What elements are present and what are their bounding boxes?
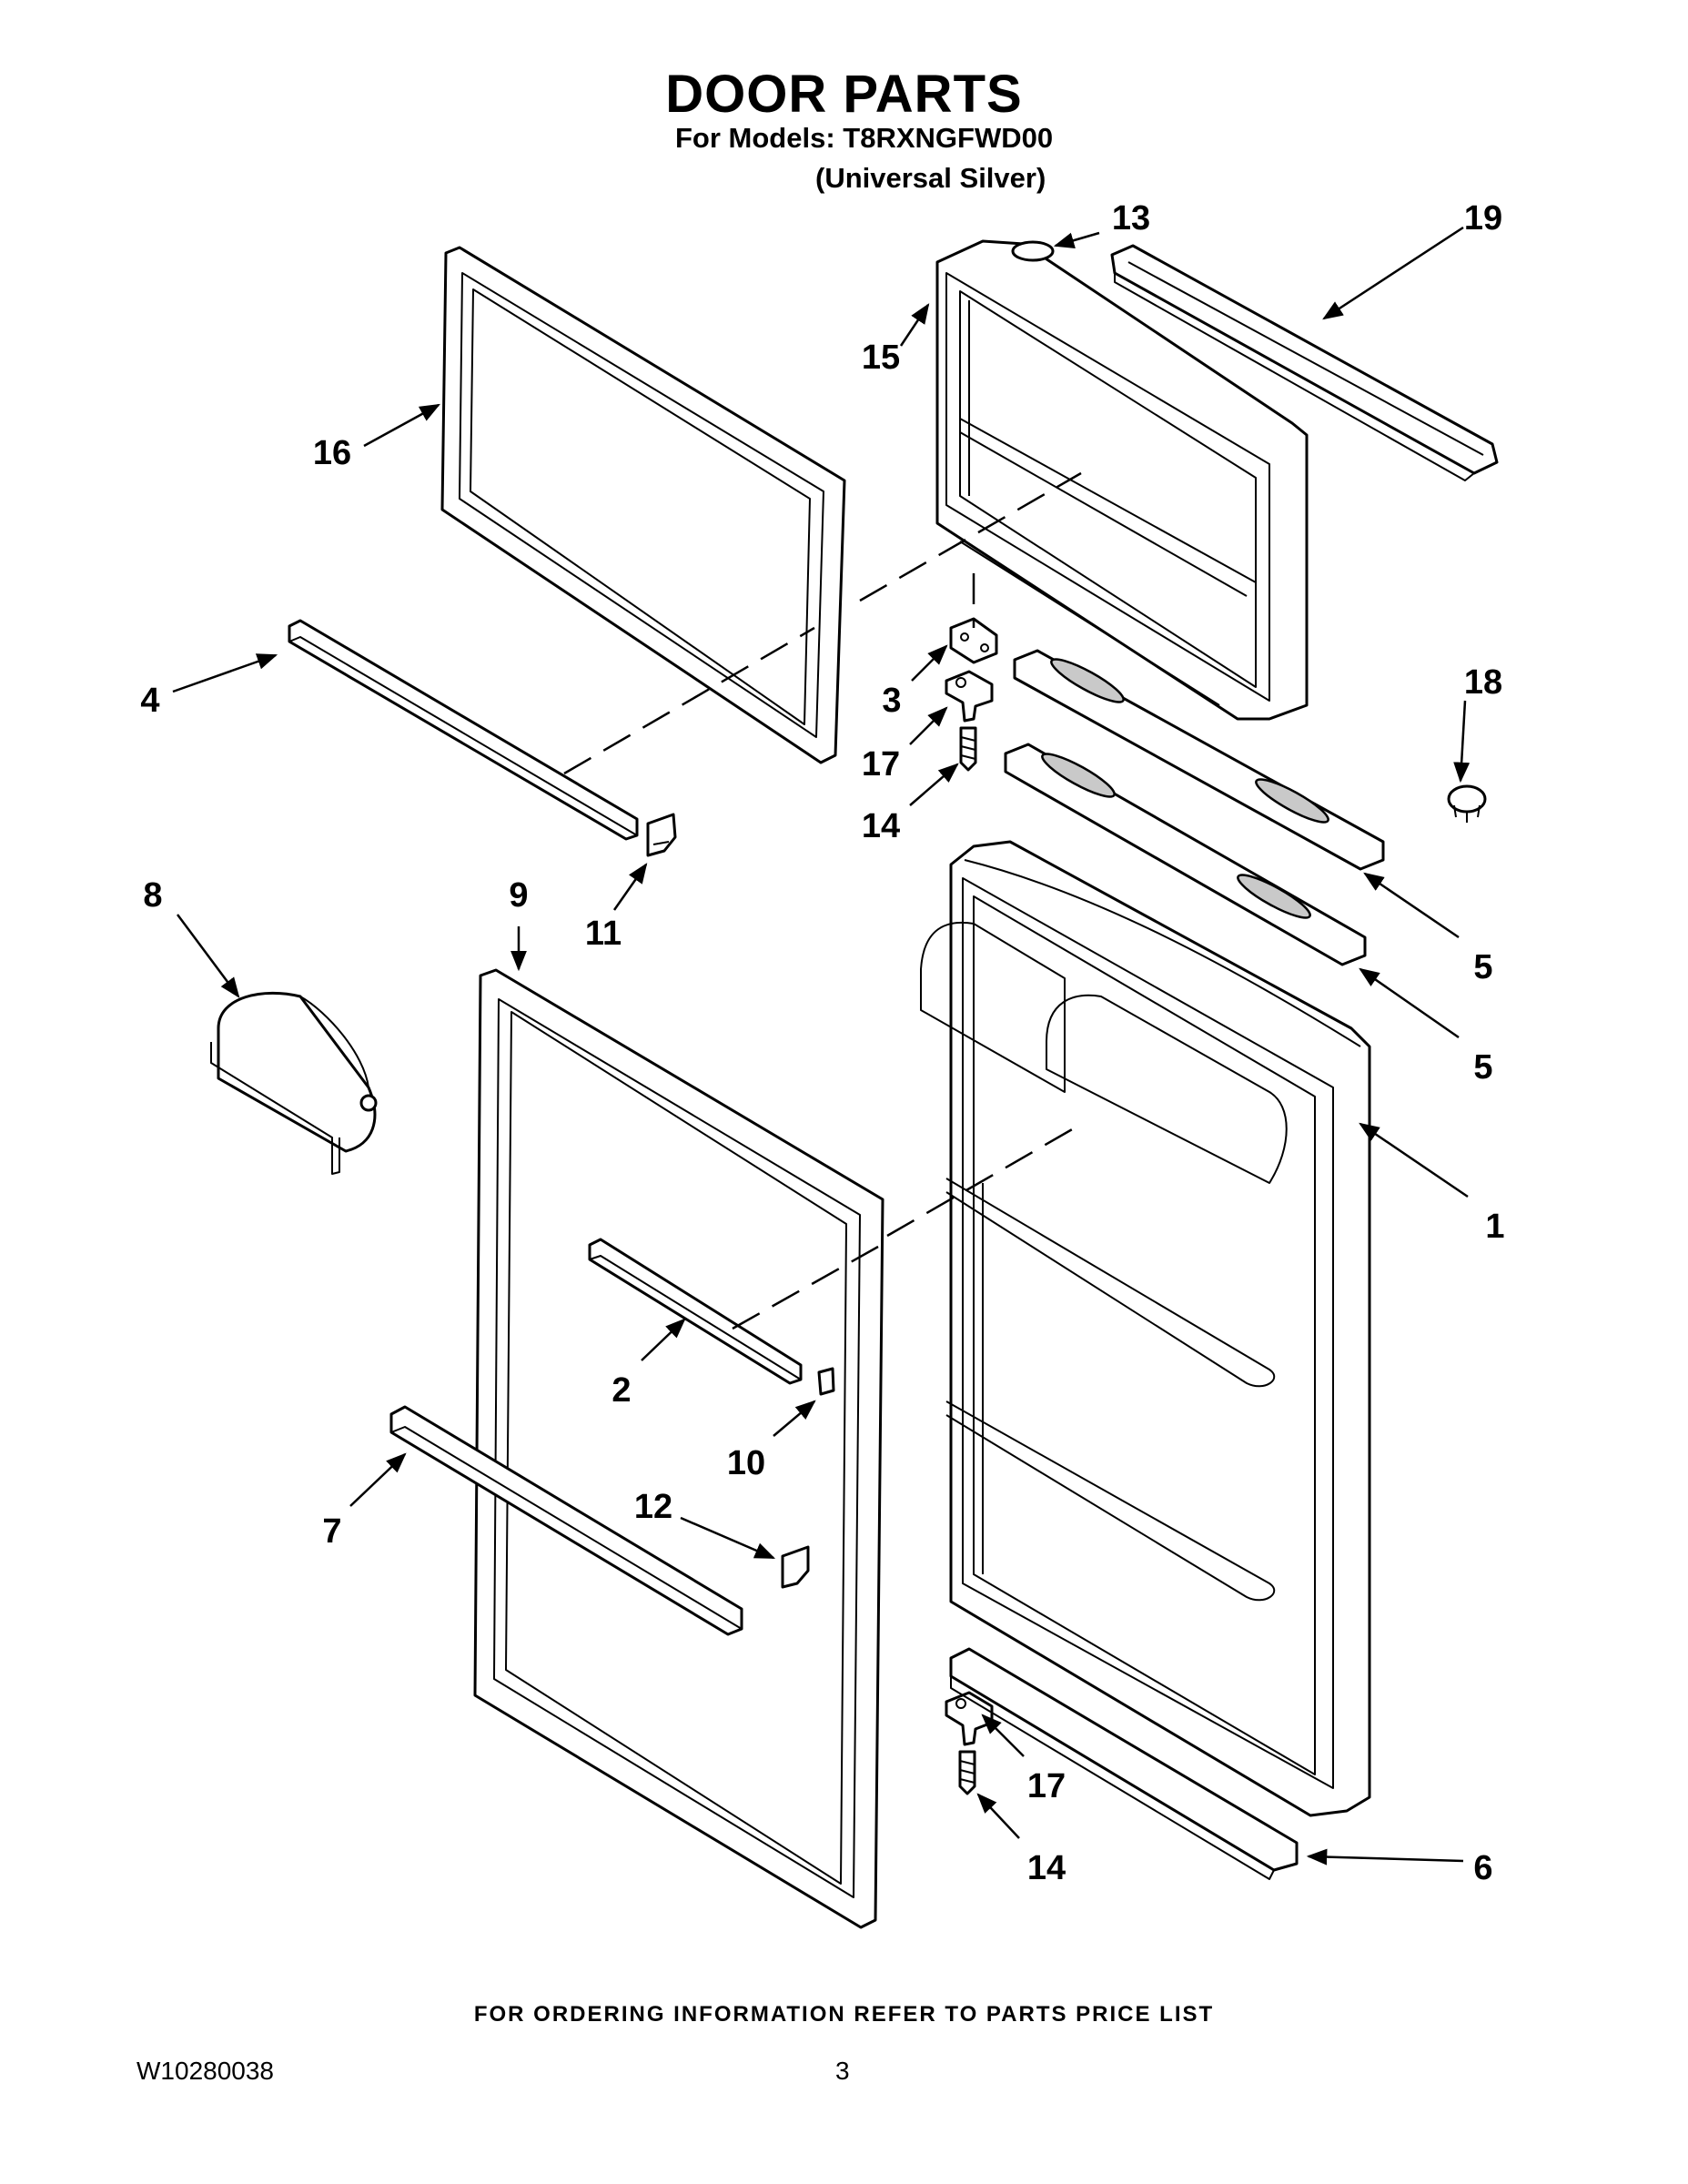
leader-17-upper — [909, 706, 948, 745]
part-5-handle-trim-upper — [1013, 649, 1385, 871]
leader-7 — [349, 1452, 407, 1507]
leader-1 — [1359, 1122, 1469, 1198]
leader-5-lower — [1359, 967, 1460, 1039]
leader-14-upper — [909, 763, 959, 806]
callout-5-lower: 5 — [1473, 1048, 1492, 1087]
callout-16: 16 — [313, 434, 351, 472]
callout-17-lower: 17 — [1027, 1767, 1066, 1805]
callout-15: 15 — [862, 339, 900, 377]
callout-18: 18 — [1464, 663, 1502, 702]
part-5-handle-trim-lower — [1004, 743, 1367, 966]
leader-10 — [773, 1400, 816, 1437]
leader-13 — [1053, 231, 1100, 248]
leader-12 — [680, 1516, 776, 1560]
callout-12: 12 — [634, 1488, 672, 1526]
part-4-trim-strip — [288, 619, 639, 841]
callout-17-upper: 17 — [862, 745, 900, 784]
callout-4: 4 — [140, 682, 159, 720]
callout-13: 13 — [1112, 199, 1150, 238]
part-11-clip — [646, 813, 677, 857]
part-16-freezer-gasket — [440, 246, 846, 764]
callout-9: 9 — [509, 876, 528, 915]
callout-14-lower: 14 — [1027, 1849, 1066, 1887]
part-9-fresh-food-gasket — [473, 968, 884, 1929]
part-7-lower-trim — [389, 1405, 743, 1636]
assembly-line-upper-left — [563, 626, 815, 775]
callout-2: 2 — [612, 1371, 631, 1410]
leader-5-upper — [1363, 872, 1460, 939]
part-10-small-clip — [817, 1367, 835, 1396]
part-14-screw-upper — [959, 726, 977, 772]
part-19-top-trim — [1110, 244, 1499, 481]
callout-11: 11 — [585, 915, 622, 953]
part-18-plug-button — [1447, 784, 1487, 823]
leader-8 — [176, 914, 240, 998]
callout-14-upper: 14 — [862, 807, 900, 845]
models-line: For Models: T8RXNGFWD00 — [675, 122, 1054, 154]
leader-14-lower — [976, 1793, 1020, 1839]
callout-8: 8 — [143, 876, 162, 915]
leader-15 — [899, 303, 930, 347]
callout-10: 10 — [727, 1444, 765, 1482]
part-12-clip — [781, 1545, 810, 1589]
part-1-fresh-food-door — [920, 840, 1371, 1817]
page-title: DOOR PARTS — [665, 65, 1023, 124]
callout-19: 19 — [1464, 199, 1502, 238]
color-line: (Universal Silver) — [815, 162, 1046, 194]
leader-17-lower — [981, 1714, 1025, 1757]
part-13-ring — [1011, 240, 1055, 262]
assembly-line-lower-left — [732, 1245, 879, 1330]
callout-6: 6 — [1473, 1849, 1492, 1887]
leader-2 — [641, 1318, 686, 1361]
leader-19 — [1322, 226, 1464, 320]
part-14-screw-lower — [958, 1750, 976, 1795]
assembly-line-lower-right — [886, 1127, 1075, 1238]
document-number: W10280038 — [136, 2057, 275, 2085]
leader-18 — [1453, 700, 1471, 784]
assembly-line-upper-right — [859, 471, 1082, 602]
callout-5-upper: 5 — [1473, 948, 1492, 986]
callout-7: 7 — [322, 1512, 341, 1551]
part-2-trim-strip — [588, 1238, 803, 1385]
leader-16 — [363, 403, 440, 448]
ordering-note: FOR ORDERING INFORMATION REFER TO PARTS … — [473, 2002, 1215, 2027]
part-6-bottom-trim — [949, 1647, 1299, 1880]
leader-3 — [911, 644, 948, 682]
callout-3: 3 — [882, 682, 901, 720]
leader-11 — [612, 863, 648, 911]
part-17-hinge-bracket-upper — [945, 670, 994, 723]
page-number: 3 — [835, 2057, 850, 2085]
leader-6 — [1306, 1848, 1464, 1866]
callout-1: 1 — [1485, 1208, 1504, 1246]
part-15-freezer-door — [935, 239, 1309, 721]
part-8-dairy-compartment — [210, 991, 378, 1175]
leader-4 — [172, 653, 278, 693]
